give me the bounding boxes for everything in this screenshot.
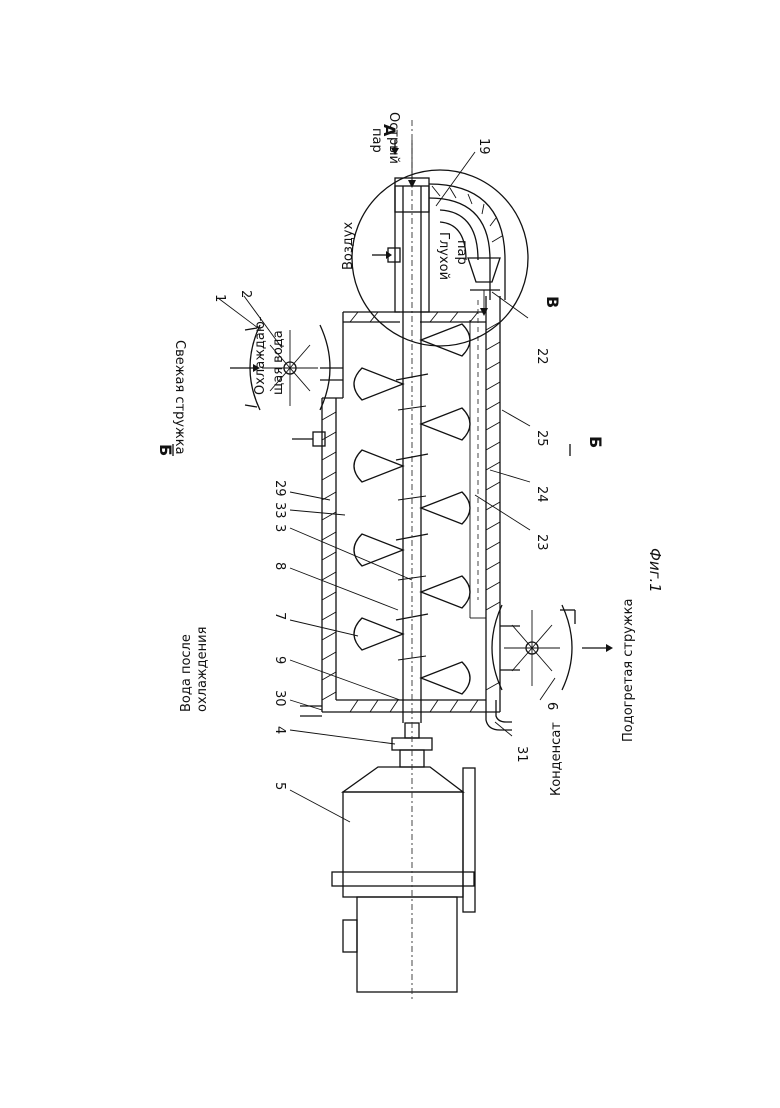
callout-3: 3 xyxy=(272,524,287,532)
label-water-after-1: Вода после xyxy=(179,634,194,712)
insulation-hatching xyxy=(322,312,500,712)
callout-19: 19 xyxy=(476,138,491,155)
callout-6: 6 xyxy=(544,702,559,710)
label-heated-chips: Подогретая стружка xyxy=(621,599,636,742)
callout-22: 22 xyxy=(534,348,549,365)
text-labels: Свежая стружка Охлаждаю- щая вода Вода п… xyxy=(172,112,636,796)
callout-23: 23 xyxy=(534,534,549,551)
callout-7: 7 xyxy=(272,612,287,620)
section-markers xyxy=(173,140,570,456)
callout-1: 1 xyxy=(212,294,227,302)
label-live-steam-1: Острый xyxy=(386,112,401,164)
callout-2: 2 xyxy=(238,290,253,298)
label-cooling-water-2: щая вода xyxy=(271,330,286,395)
callout-5: 5 xyxy=(272,782,287,790)
label-dead-steam-2: пар xyxy=(454,240,469,265)
cooling-water-inlet xyxy=(292,432,325,446)
section-v: В xyxy=(543,296,562,308)
callout-24: 24 xyxy=(534,486,549,503)
drum-housing xyxy=(322,296,500,712)
label-water-after-2: охлаждения xyxy=(195,627,210,712)
outlet-feeder xyxy=(492,605,613,690)
callout-numbers: 1 2 29 33 3 8 7 9 30 4 5 19 22 25 24 23 … xyxy=(212,138,559,790)
label-fresh-chips: Свежая стружка xyxy=(172,340,187,455)
callout-31: 31 xyxy=(514,746,529,763)
section-a: А xyxy=(380,124,399,137)
callout-29: 29 xyxy=(272,480,287,497)
water-outlet xyxy=(300,706,322,716)
label-dead-steam-1: Глухой xyxy=(436,232,451,280)
inlet-feeder xyxy=(230,325,343,410)
motor-gearbox xyxy=(332,767,475,992)
callout-4: 4 xyxy=(272,726,287,734)
label-condensate: Конденсат xyxy=(549,722,564,796)
figure-caption: Фиг.1 xyxy=(646,548,664,593)
callout-8: 8 xyxy=(272,562,287,570)
label-air: Воздух xyxy=(341,222,356,270)
label-cooling-water-1: Охлаждаю- xyxy=(253,316,268,395)
callout-33: 33 xyxy=(272,502,287,519)
section-b-left: Б xyxy=(156,444,175,456)
section-b-right: Б xyxy=(586,436,605,448)
section-letters: А Б Б В xyxy=(156,124,605,456)
callout-30: 30 xyxy=(272,690,287,707)
callout-25: 25 xyxy=(534,430,549,447)
callout-9: 9 xyxy=(272,656,287,664)
